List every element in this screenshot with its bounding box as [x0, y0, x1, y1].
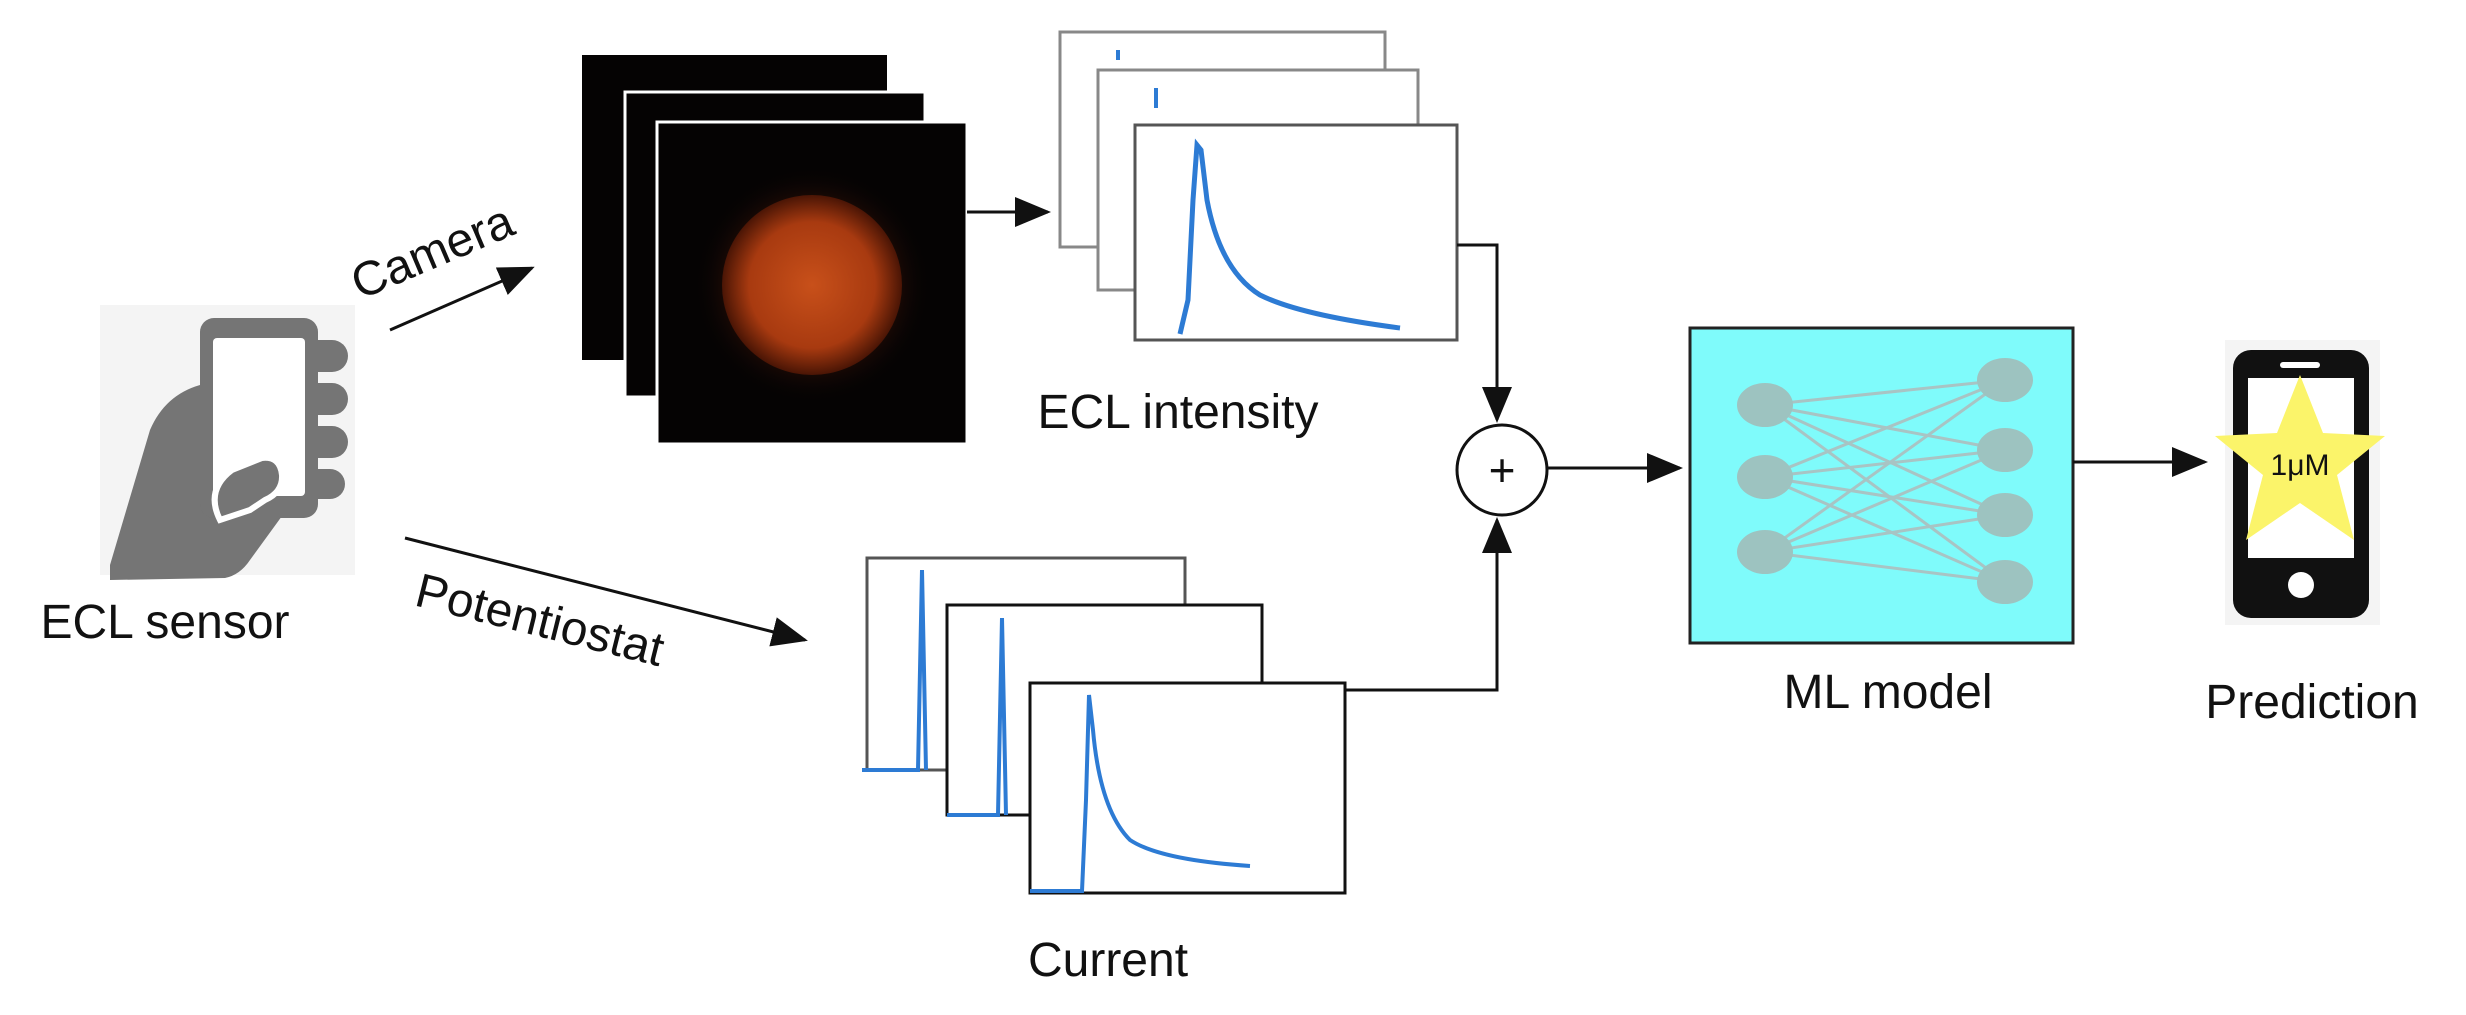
ecl-sensor-label: ECL sensor — [41, 596, 290, 649]
potentiostat-label: Potentiostat — [410, 564, 669, 677]
nn-edge — [1764, 378, 2006, 479]
ecl-intensity-plot-stack — [1058, 30, 1459, 342]
nn-edge — [1764, 475, 2006, 517]
sum-node — [1455, 423, 1549, 517]
nn-edge — [1764, 550, 2006, 584]
nn-node — [1977, 428, 2033, 472]
camera-arrow — [389, 266, 535, 332]
current-curve — [1030, 694, 1251, 893]
ml-model-label: ML model — [1784, 666, 1993, 719]
nn-node — [1737, 383, 1793, 427]
nn-edge — [1764, 448, 2006, 479]
nn-edge — [1764, 475, 2006, 584]
potentiostat-arrow — [404, 536, 808, 647]
nn-node — [1737, 455, 1793, 499]
ecl-emission-spot — [722, 195, 902, 375]
nn-edge — [1764, 378, 2006, 407]
ecl-intensity-label: ECL intensity — [1037, 386, 1318, 439]
nn-edge — [1764, 403, 2006, 517]
hand-holding-phone-icon — [100, 305, 355, 580]
prediction-value: 1μM — [2271, 449, 2330, 482]
ml-model-network — [1688, 326, 2075, 645]
star-badge — [2215, 375, 2385, 540]
sum-symbol: + — [1489, 444, 1516, 496]
nn-node — [1737, 530, 1793, 574]
prediction-label: Prediction — [2205, 676, 2418, 729]
nn-edge — [1764, 403, 2006, 584]
nn-edge — [1764, 448, 2006, 554]
nn-node — [1977, 358, 2033, 402]
ecl-intensity-curve — [1177, 138, 1401, 335]
nn-node — [1977, 493, 2033, 537]
ecl-image-stack — [582, 55, 969, 446]
nn-node — [1977, 560, 2033, 604]
nn-edge — [1764, 378, 2006, 554]
camera-label: Camera — [344, 195, 522, 311]
intensity-to-sum-connector — [1457, 243, 1512, 423]
current-label: Current — [1028, 934, 1188, 987]
smartphone-star-icon — [2215, 340, 2385, 625]
nn-edge — [1764, 513, 2006, 554]
current-plot-stack — [862, 556, 1347, 895]
current-to-sum-connector — [1345, 517, 1512, 692]
